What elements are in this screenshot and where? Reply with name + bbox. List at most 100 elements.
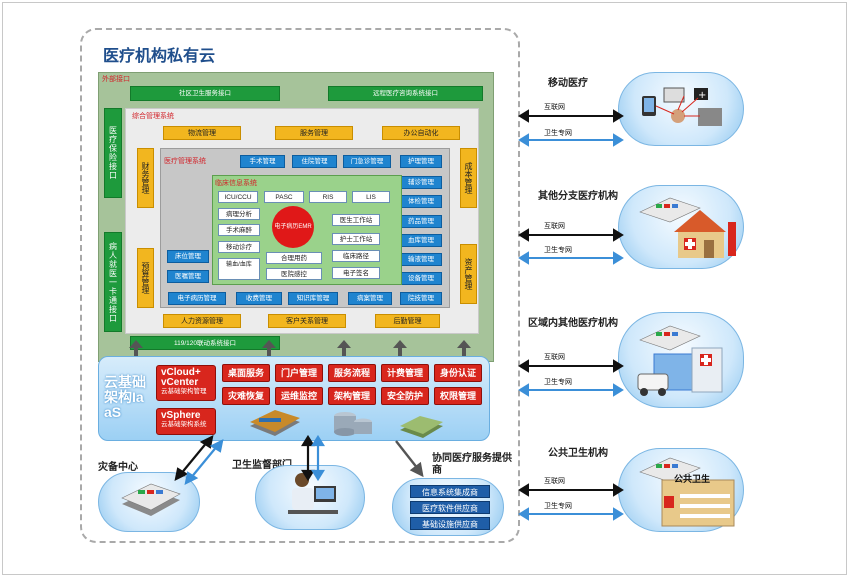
patient-card-interface: 病人就医一卡通接口 [104, 232, 122, 332]
nurse-workstation: 护士工作站 [332, 233, 380, 245]
supervision-link-arrow-blue [311, 435, 325, 482]
iaas-up-arrows [129, 340, 471, 362]
server-rack-icon [250, 410, 300, 436]
permission-management: 权限管理 [434, 387, 482, 405]
outpatient-management: 门急诊管理 [343, 155, 391, 168]
emergency-linkage-interface: 119/120联动系统接口 [130, 336, 280, 350]
vcloud-line2: vCenter [161, 377, 199, 388]
emr-management: 电子病历管理 [168, 292, 226, 305]
vcloud-line1: vCloud+ [161, 367, 201, 378]
case-record-management: 病案管理 [348, 292, 392, 305]
service-process: 服务流程 [328, 364, 376, 382]
private-cloud-title: 医疗机构私有云 [103, 48, 216, 65]
public-health-sign: 公共卫生 [674, 474, 711, 484]
portal-management: 门户管理 [275, 364, 323, 382]
regional-hospital-icon [637, 325, 723, 396]
remote-consultation-interface: 远程医疗咨询系统接口 [328, 86, 483, 101]
regional-internet-label: 互联网 [544, 354, 565, 361]
backup-center-label: 灾备中心 [98, 462, 138, 473]
auxiliary-diagnosis-management: 辅诊管理 [400, 176, 442, 189]
public-private-net-label: 卫生专网 [544, 503, 572, 510]
vsphere-title: vSphere [161, 410, 201, 421]
disaster-recovery: 灾难恢复 [222, 387, 270, 405]
surgery-management: 手术管理 [240, 155, 285, 168]
vcloud-box: vCloud+ vCenter 云基础架构管理 [156, 365, 216, 401]
branch-hospital-icon [639, 197, 736, 258]
ris: RIS [309, 191, 347, 203]
logistics-management: 物流管理 [163, 126, 241, 140]
surgical-anesthesia: 手术麻醉 [218, 224, 260, 236]
office-automation: 办公自动化 [382, 126, 460, 140]
pathology-analysis: 病理分析 [218, 208, 260, 220]
pharmacy-management: 药品管理 [400, 215, 442, 228]
mobile-private-net-label: 卫生专网 [544, 130, 572, 137]
security-protection: 安全防护 [381, 387, 429, 405]
lis: LIS [352, 191, 390, 203]
external-interface-label: 外部接口 [102, 76, 130, 83]
backup-link-arrow-blue [184, 439, 224, 485]
bed-management: 床位管理 [167, 250, 209, 263]
infrastructure-icons [250, 410, 443, 438]
icu-ccu: ICU/CCU [218, 191, 258, 203]
svg-text:+: + [698, 90, 706, 101]
software-provider: 医疗软件供应商 [410, 501, 490, 514]
vsphere-box: vSphere 云基础架构系统 [156, 408, 216, 435]
regional-private-net-label: 卫生专网 [544, 379, 572, 386]
infection-control: 医院感控 [266, 268, 322, 280]
supervision-label: 卫生监督部门 [232, 460, 292, 471]
public-internet-label: 互联网 [544, 478, 565, 485]
branch-internet-label: 互联网 [544, 223, 565, 230]
storage-disk-icon [334, 412, 372, 436]
logistics-support-management: 后勤管理 [375, 314, 440, 328]
crm-management: 客户关系管理 [268, 314, 346, 328]
vcloud-sub: 云基础架构管理 [161, 388, 207, 395]
bottom-link-arrows [174, 435, 424, 485]
providers-title: 协同医疗服务提供商 [432, 453, 512, 476]
billing-service: 计费管理 [381, 364, 429, 382]
rational-drug-use: 合理用药 [266, 252, 322, 264]
infrastructure-provider: 基础设施供应商 [410, 517, 490, 530]
equipment-management: 设备管理 [400, 272, 442, 285]
vsphere-sub: 云基础架构系统 [161, 421, 207, 428]
finance-management: 财务管理 [137, 148, 154, 208]
infusion-management: 输液管理 [400, 253, 442, 266]
technical-management: 院技管理 [400, 292, 442, 305]
providers-link-arrow [395, 440, 424, 478]
network-switch-icon [400, 416, 443, 438]
medical-order-management: 医嘱管理 [167, 270, 209, 283]
nursing-management: 护理管理 [400, 155, 442, 168]
integrator-provider: 信息系统集成商 [410, 485, 490, 498]
iaas-label-text: 云基础架构IaaS [104, 374, 146, 420]
blood-transfusion: 输血/血库 [218, 258, 260, 280]
service-management: 服务管理 [275, 126, 353, 140]
public-health-label: 公共卫生机构 [548, 448, 608, 459]
billing-management: 收费管理 [236, 292, 282, 305]
clinical-info-label: 临床信息系统 [215, 180, 257, 187]
regional-institution-label: 区域内其他医疗机构 [528, 318, 618, 329]
mobile-medical-label: 移动医疗 [548, 78, 588, 89]
mobile-internet-label: 互联网 [544, 104, 565, 111]
budget-management: 预算管理 [137, 248, 154, 308]
mobile-devices-icon: + [642, 87, 722, 126]
branch-private-net-label: 卫生专网 [544, 247, 572, 254]
doctor-workstation: 医生工作站 [332, 214, 380, 226]
desktop-service: 桌面服务 [222, 364, 270, 382]
pasc: PASC [264, 191, 304, 203]
medical-insurance-interface: 医疗保险接口 [104, 108, 122, 198]
cost-management: 成本管理 [460, 148, 477, 208]
iaas-label: 云基础架构IaaS [104, 375, 146, 420]
blood-bank-management: 血库管理 [400, 234, 442, 247]
electronic-signature: 电子签名 [332, 267, 380, 279]
backup-link-arrow [174, 435, 214, 481]
clinical-pathway: 临床路径 [332, 250, 380, 262]
supervisor-person-icon [288, 473, 338, 514]
community-health-interface: 社区卫生服务接口 [130, 86, 280, 101]
knowledge-base-management: 知识库管理 [288, 292, 338, 305]
asset-management: 资产管理 [460, 244, 477, 304]
branch-institution-label: 其他分支医疗机构 [538, 191, 618, 202]
architecture-management: 架构管理 [328, 387, 376, 405]
medical-management-label: 医疗管理系统 [164, 158, 206, 165]
identity-auth: 身份认证 [434, 364, 482, 382]
right-link-arrows [518, 109, 624, 521]
